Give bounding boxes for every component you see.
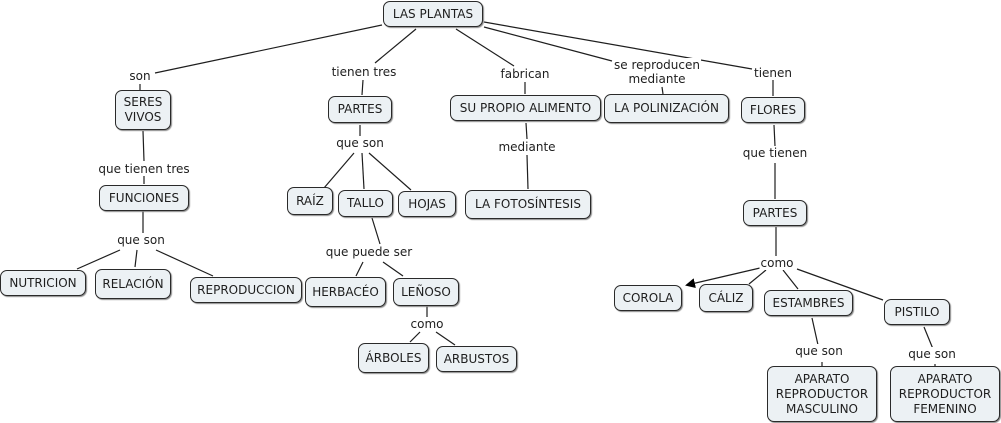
line <box>773 124 776 147</box>
line <box>154 24 383 74</box>
concept-reproduccion[interactable]: REPRODUCCION <box>190 277 302 303</box>
concept-tallo[interactable]: TALLO <box>338 190 393 217</box>
concept-nutricion[interactable]: NUTRICION <box>0 270 86 296</box>
concept-corola[interactable]: COROLA <box>614 285 682 311</box>
link-fabrican[interactable]: fabrican <box>499 67 551 81</box>
line <box>361 79 364 96</box>
line <box>142 130 145 162</box>
line <box>782 269 799 290</box>
line <box>483 26 613 62</box>
line <box>796 268 884 301</box>
line <box>323 152 355 189</box>
line <box>923 326 934 350</box>
line <box>525 122 528 140</box>
line <box>134 249 138 268</box>
link-que-son-estambres[interactable]: que son <box>794 344 844 358</box>
concept-la-fotosintesis[interactable]: LA FOTOSÍNTESIS <box>465 190 591 219</box>
link-que-puede-ser[interactable]: que puede ser <box>324 245 414 259</box>
link-que-son-pistilo[interactable]: que son <box>907 347 957 361</box>
concept-aparato-femenino[interactable]: APARATO REPRODUCTOR FEMENINO <box>890 366 1000 422</box>
link-que-tienen-tres[interactable]: que tienen tres <box>97 162 191 176</box>
concept-pistilo[interactable]: PISTILO <box>884 299 950 325</box>
concept-estambres[interactable]: ESTAMBRES <box>764 290 853 316</box>
line <box>435 331 456 346</box>
line <box>382 261 404 277</box>
link-como-flor[interactable]: como <box>759 256 795 270</box>
link-que-tienen[interactable]: que tienen <box>741 146 809 160</box>
link-como-lenoso[interactable]: como <box>409 317 445 331</box>
line <box>455 28 515 67</box>
concept-partes-planta[interactable]: PARTES <box>328 96 392 123</box>
link-son[interactable]: son <box>128 69 152 83</box>
line <box>371 217 381 245</box>
line <box>526 154 529 190</box>
line <box>661 86 664 95</box>
concept-su-propio-alimento[interactable]: SU PROPIO ALIMENTO <box>450 95 601 121</box>
link-tienen[interactable]: tienen <box>752 66 794 80</box>
link-se-reproducen-mediante[interactable]: se reproducen mediante <box>613 58 701 86</box>
concept-arbustos[interactable]: ARBUSTOS <box>436 346 517 372</box>
concept-herbaceo[interactable]: HERBACÉO <box>305 277 386 307</box>
concept-las-plantas[interactable]: LAS PLANTAS <box>383 1 483 27</box>
line <box>374 28 417 64</box>
line <box>368 152 412 191</box>
concept-seres-vivos[interactable]: SERES VIVOS <box>115 90 171 130</box>
concept-flores[interactable]: FLORES <box>741 97 805 123</box>
concept-la-polinizacion[interactable]: LA POLINIZACIÓN <box>604 94 729 123</box>
concept-lenoso[interactable]: LEÑOSO <box>393 278 459 306</box>
concept-funciones[interactable]: FUNCIONES <box>99 185 189 211</box>
link-tienen-tres[interactable]: tienen tres <box>330 65 398 79</box>
concept-aparato-masculino[interactable]: APARATO REPRODUCTOR MASCULINO <box>767 366 877 422</box>
line <box>409 331 421 343</box>
line <box>685 267 761 289</box>
line <box>355 261 364 277</box>
concept-partes-flor[interactable]: PARTES <box>743 200 807 226</box>
link-mediante[interactable]: mediante <box>497 140 557 154</box>
line <box>748 269 767 285</box>
concept-relacion[interactable]: RELACIÓN <box>95 269 171 299</box>
concept-caliz[interactable]: CÁLIZ <box>699 284 753 312</box>
link-que-son-funciones[interactable]: que son <box>116 233 166 247</box>
line <box>155 249 214 277</box>
line <box>361 152 365 190</box>
concept-arboles[interactable]: ÁRBOLES <box>358 343 429 373</box>
line <box>483 21 753 70</box>
link-que-son-partes[interactable]: que son <box>335 136 385 150</box>
line <box>811 317 819 346</box>
line <box>76 249 121 270</box>
concept-raiz[interactable]: RAÍZ <box>287 187 333 215</box>
concept-hojas[interactable]: HOJAS <box>398 191 456 217</box>
